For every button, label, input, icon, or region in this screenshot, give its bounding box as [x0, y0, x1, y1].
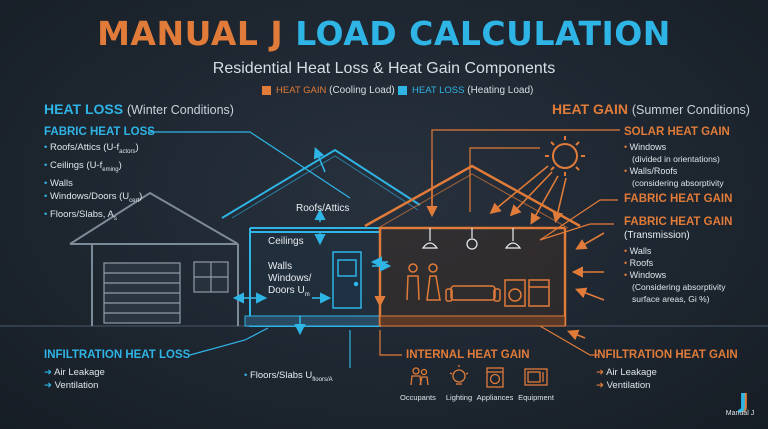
label-roofs-attics: Roofs/Attics: [296, 203, 350, 214]
list-item: • Roofs/Attics (U-factors): [44, 142, 139, 155]
fabric-heat-gain-subtitle: (Transmission): [624, 230, 690, 241]
fabric-gain-list: • Walls • Roofs • Windows (Considering a…: [624, 245, 726, 305]
fabric-gain-arrows: [374, 232, 605, 308]
sun-icon: [545, 136, 585, 176]
manual-j-logo: J Manual J: [726, 389, 758, 417]
front-door-icon: [332, 251, 362, 309]
list-item: • Windows/Doors (Ucert): [44, 190, 143, 204]
orange-floor-slab: [379, 315, 566, 327]
list-item: • Walls: [624, 246, 652, 256]
list-item: ➜ Air Leakage: [44, 367, 105, 378]
logo-mark: J: [739, 389, 747, 413]
garage-wing: [69, 191, 239, 326]
label-floors-slabs: • Floors/Slabs Ufloors/A: [244, 370, 333, 383]
heat-gain-heading: HEAT GAIN (Summer Conditions): [552, 101, 750, 117]
infiltration-heat-gain-title: INFILTRATION HEAT GAIN: [594, 349, 738, 361]
legend-gain-label: HEAT GAIN: [276, 85, 327, 96]
list-item: • Windows: [624, 142, 667, 152]
infiltration-gain-list: ➜ Air Leakage ➜ Ventilation: [596, 366, 657, 392]
fabric-heat-gain-short-title: FABRIC HEAT GAIN: [624, 193, 733, 205]
heat-gain-title: HEAT GAIN: [552, 101, 628, 117]
list-item: • Walls/Roofs: [624, 166, 678, 176]
label-walls: Walls: [268, 261, 293, 272]
page-subtitle: Residential Heat Loss & Heat Gain Compon…: [212, 60, 556, 77]
heat-gain-subtitle: (Summer Conditions): [631, 103, 750, 117]
fabric-heat-loss-list: • Roofs/Attics (U-factors) • Ceilings (U…: [44, 141, 142, 226]
heat-loss-heading: HEAT LOSS (Winter Conditions): [44, 101, 234, 117]
legend-heat-gain: HEAT GAIN (Cooling Load): [262, 85, 395, 96]
infiltration-loss-list: ➜ Air Leakage ➜ Ventilation: [44, 366, 105, 392]
list-item: • Ceilings (U-feming): [44, 159, 122, 173]
label-doors: Doors Um: [268, 285, 310, 298]
heat-loss-subtitle: (Winter Conditions): [126, 103, 234, 117]
fabric-heat-loss-title: FABRIC HEAT LOSS: [44, 126, 155, 138]
icon-label-lighting: Lighting: [445, 393, 473, 402]
washer-icon: [504, 279, 550, 307]
solar-ray-arrows: [489, 165, 567, 225]
page-title: MANUAL J LOAD CALCULATION: [0, 14, 768, 53]
icon-label-appliances: Appliances: [476, 393, 514, 402]
legend-loss-label: HEAT LOSS: [412, 85, 465, 96]
list-item: • Walls: [44, 177, 73, 189]
logo-text: Manual J: [725, 410, 755, 417]
title-manual-j: MANUAL J: [97, 14, 284, 53]
orange-house-interior: [382, 230, 563, 326]
bulb-icon: [466, 228, 478, 250]
list-item: ➜ Ventilation: [596, 380, 651, 391]
legend-loss-detail: (Heating Load): [467, 85, 534, 96]
internal-heat-gain-title: INTERNAL HEAT GAIN: [406, 349, 530, 361]
solar-heat-gain-title: SOLAR HEAT GAIN: [624, 126, 730, 138]
list-item: (Considering absorptivity: [632, 282, 726, 292]
floor-slab: [244, 315, 381, 327]
list-item: • Floors/Slabs, As: [44, 208, 117, 222]
list-item: • Windows: [624, 270, 667, 280]
person-icon: [406, 263, 441, 301]
heat-loss-arrows: [232, 147, 392, 336]
legend-heat-loss: HEAT LOSS (Heating Load): [398, 85, 533, 96]
list-item: surface areas, Gi %): [632, 294, 710, 304]
sofa-icon: [445, 285, 501, 302]
gain-arrow-tips: [426, 160, 586, 341]
heat-loss-title: HEAT LOSS: [44, 101, 124, 117]
legend-loss-swatch: [398, 86, 407, 95]
label-ceilings: Ceilings: [268, 236, 304, 247]
list-item: ➜ Air Leakage: [596, 367, 657, 378]
list-item: ➜ Ventilation: [44, 380, 99, 391]
list-item: • Roofs: [624, 258, 654, 268]
label-windows: Windows/: [268, 273, 312, 284]
legend-gain-swatch: [262, 86, 271, 95]
garage-window: [193, 261, 229, 293]
solar-gain-list: • Windows (divided in orientations) • Wa…: [624, 141, 724, 189]
pendant-lamp-icon: [421, 228, 522, 249]
infiltration-heat-loss-title: INFILTRATION HEAT LOSS: [44, 349, 191, 361]
icon-label-equipment: Equipment: [518, 393, 554, 402]
fabric-heat-gain-title: FABRIC HEAT GAIN: [624, 216, 733, 228]
garage-door-icon: [103, 262, 181, 324]
label-walls-windows-doors: Walls Windows/ Doors Um: [268, 261, 311, 301]
list-item: (considering absorptivity: [632, 178, 724, 188]
icon-label-occupants: Occupants: [400, 393, 436, 402]
list-item: (divided in orientations): [632, 154, 720, 164]
title-load-calculation: LOAD CALCULATION: [295, 14, 671, 53]
legend-gain-detail: (Cooling Load): [329, 85, 395, 96]
loss-leader-lines: [148, 131, 351, 368]
